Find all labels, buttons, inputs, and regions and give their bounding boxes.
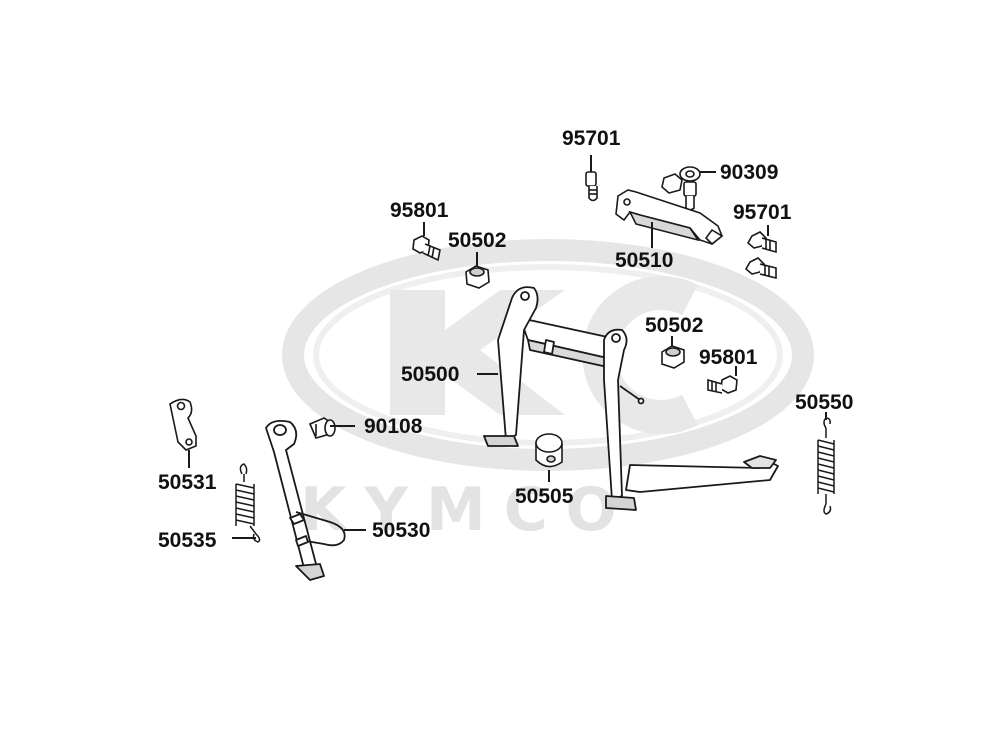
- side-stand-50530[interactable]: [265, 419, 346, 581]
- nut-50502-left[interactable]: [465, 265, 490, 289]
- bolt-95701-right-b[interactable]: [744, 257, 777, 280]
- label-50550[interactable]: 50550: [795, 391, 854, 414]
- label-95701-right[interactable]: 95701: [733, 201, 792, 224]
- bolt-95701-top[interactable]: [585, 171, 598, 202]
- pivot-bolt-90108[interactable]: [308, 417, 336, 439]
- label-95701-top[interactable]: 95701: [562, 127, 621, 150]
- nut-50502-right[interactable]: [661, 345, 685, 369]
- label-90309[interactable]: 90309: [720, 161, 779, 184]
- label-50502-left[interactable]: 50502: [448, 229, 507, 252]
- label-50531[interactable]: 50531: [158, 471, 217, 494]
- label-50500[interactable]: 50500: [401, 363, 460, 386]
- plate-50531[interactable]: [169, 398, 197, 451]
- bolt-90309[interactable]: [661, 166, 701, 211]
- bolt-95701-right-a[interactable]: [746, 231, 777, 254]
- bracket-50510[interactable]: [615, 189, 724, 246]
- label-95801-left[interactable]: 95801: [390, 199, 449, 222]
- main-stand-50500[interactable]: [483, 286, 779, 511]
- bolt-95801-left[interactable]: [412, 235, 441, 262]
- label-50510[interactable]: 50510: [615, 249, 674, 272]
- rubber-stopper-50505[interactable]: [535, 433, 563, 468]
- label-50505[interactable]: 50505: [515, 485, 574, 508]
- spring-50535[interactable]: [235, 463, 261, 543]
- label-95801-right[interactable]: 95801: [699, 346, 758, 369]
- label-50535[interactable]: 50535: [158, 529, 217, 552]
- label-50530[interactable]: 50530: [372, 519, 431, 542]
- watermark-text: KYMCO: [300, 475, 635, 545]
- label-50502-right[interactable]: 50502: [645, 314, 704, 337]
- leader-lines: [188, 155, 827, 539]
- spring-50550[interactable]: [817, 417, 835, 515]
- label-90108[interactable]: 90108: [364, 415, 423, 438]
- bolt-95801-right[interactable]: [707, 375, 738, 394]
